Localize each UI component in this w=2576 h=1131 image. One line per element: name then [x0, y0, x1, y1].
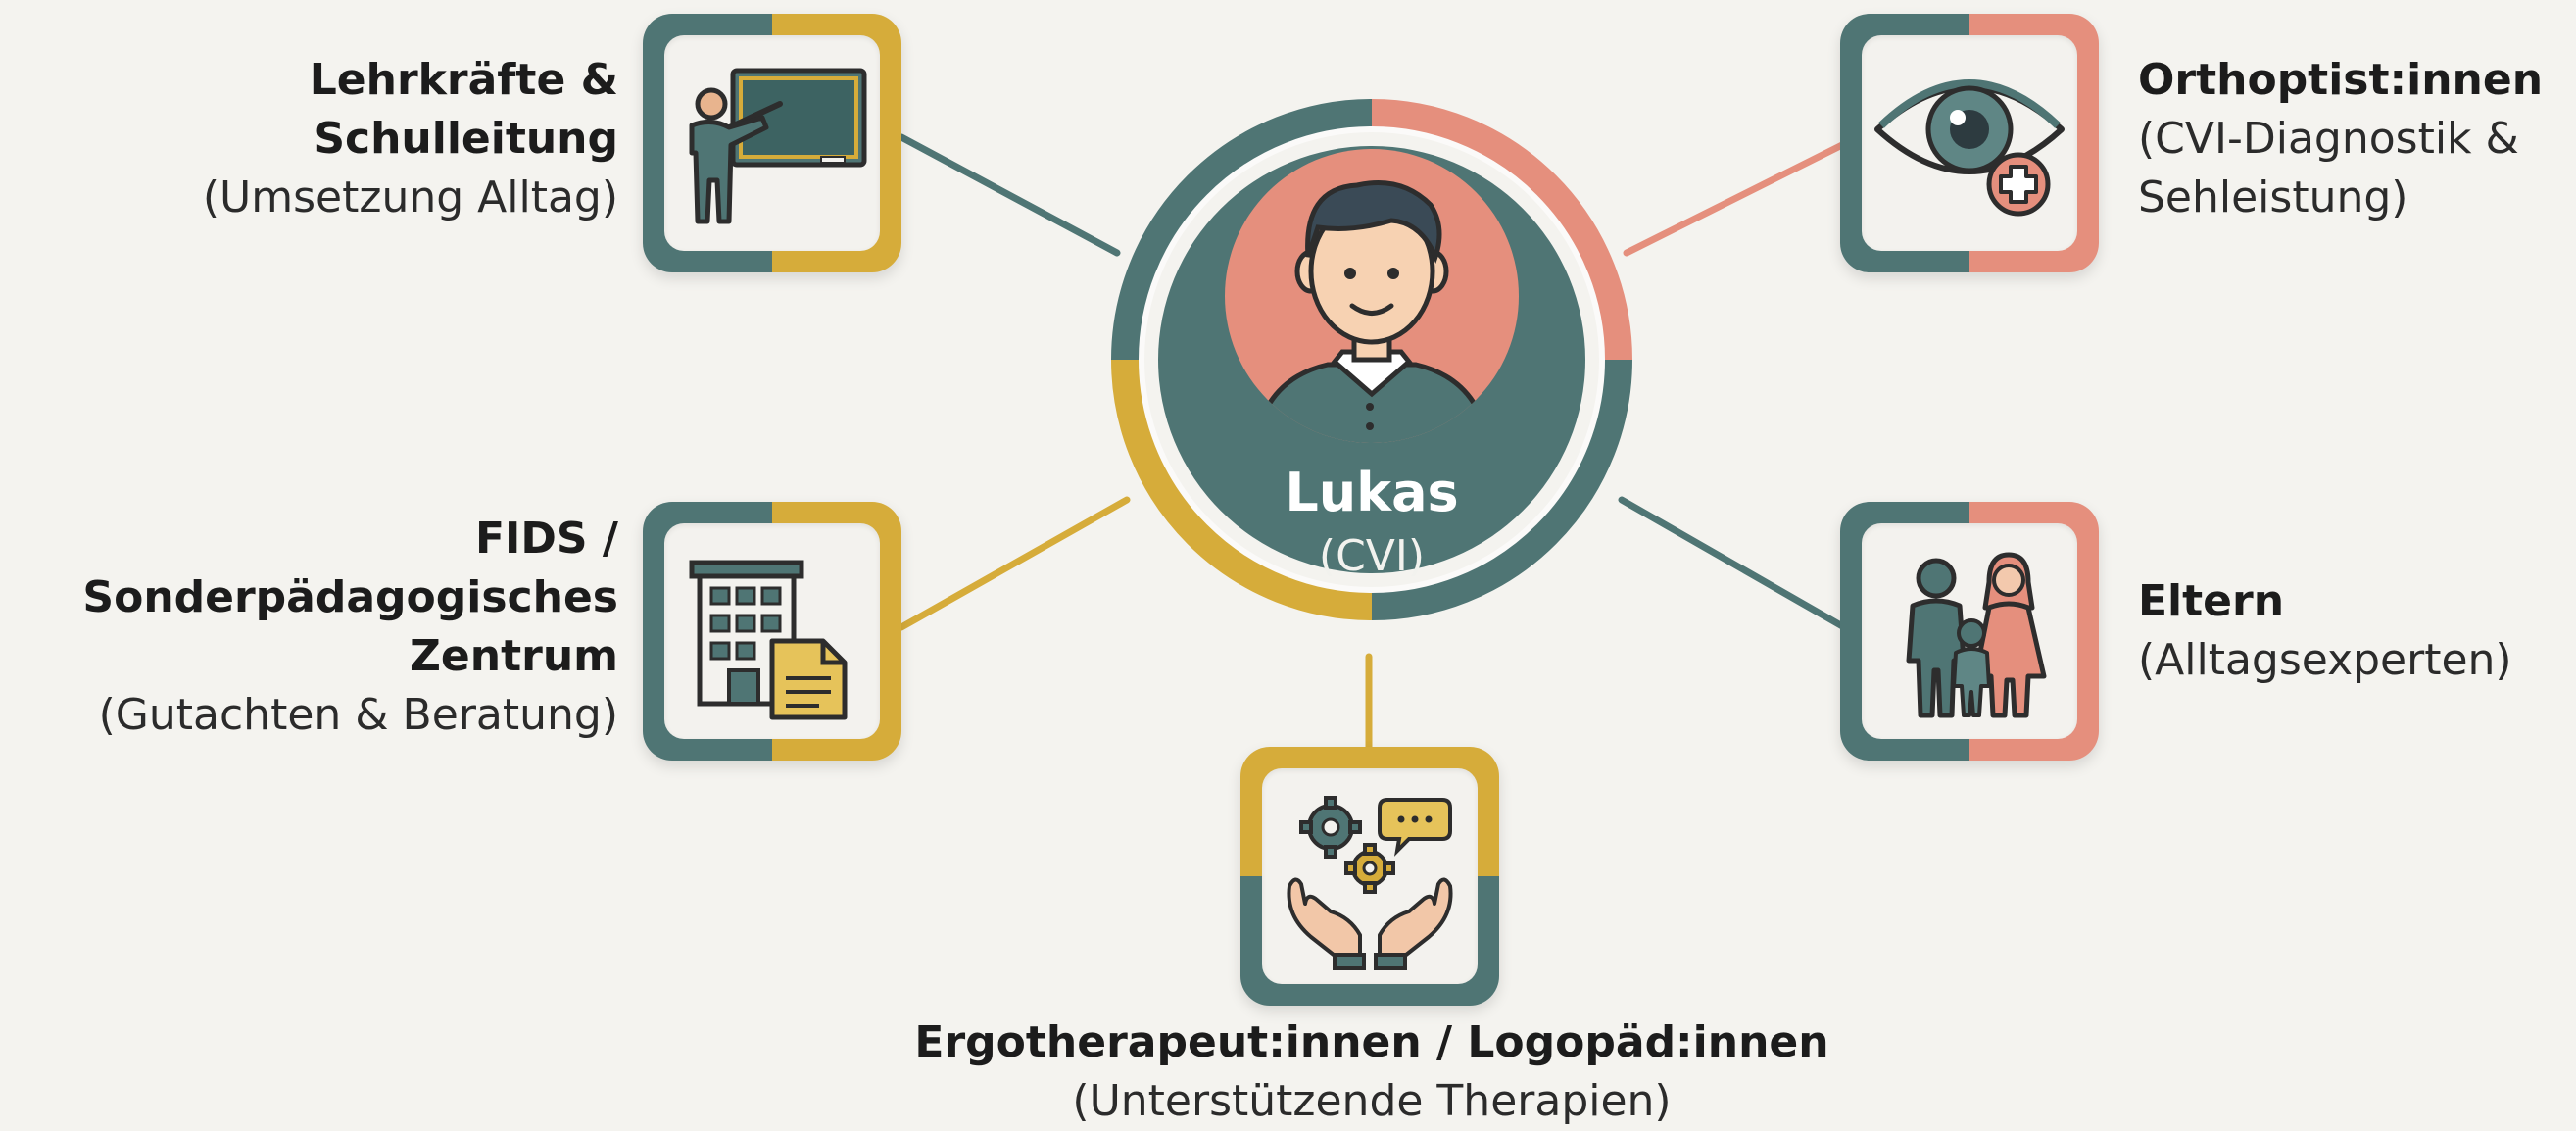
building-document-icon: [689, 560, 848, 720]
node-therapists-box: [1240, 747, 1499, 1006]
node-orthoptists-subtitle-1: (CVI-Diagnostik &: [2138, 114, 2519, 164]
node-fids-label: FIDS / Sonderpädagogisches Zentrum (Guta…: [82, 510, 618, 745]
eye-medical-icon: [1874, 79, 2065, 217]
hands-gears-speech-icon: [1287, 796, 1453, 970]
node-teachers-label: Lehrkräfte & Schulleitung (Umsetzung All…: [203, 51, 618, 227]
node-orthoptists-title: Orthoptist:innen: [2138, 55, 2544, 105]
node-fids-box: [643, 502, 901, 761]
node-therapists-label: Ergotherapeut:innen / Logopäd:innen (Unt…: [843, 1013, 1901, 1131]
node-therapists-subtitle: (Unterstützende Therapien): [1072, 1076, 1672, 1126]
node-fids-title-3: Zentrum: [410, 631, 618, 681]
node-teachers-title-1: Lehrkräfte &: [309, 55, 618, 105]
center-subtitle: (CVI): [1318, 531, 1426, 581]
node-orthoptists-box: [1840, 14, 2099, 272]
node-fids-title-2: Sonderpädagogisches: [82, 572, 618, 622]
node-fids-subtitle: (Gutachten & Beratung): [98, 690, 618, 740]
node-teachers-subtitle: (Umsetzung Alltag): [202, 172, 618, 222]
node-teachers-box: [643, 14, 901, 272]
center-node: [1107, 95, 1636, 624]
node-orthoptists-label: Orthoptist:innen (CVI-Diagnostik & Sehle…: [2138, 51, 2543, 227]
connector-parents: [1618, 496, 1848, 631]
teacher-chalkboard-icon: [689, 68, 867, 224]
connector-teachers: [898, 133, 1121, 257]
node-parents-label: Eltern (Alltagsexperten): [2138, 572, 2512, 690]
family-icon: [1906, 552, 2047, 718]
center-name: Lukas: [1285, 462, 1459, 523]
node-fids-title-1: FIDS /: [474, 514, 618, 564]
node-teachers-title-2: Schulleitung: [314, 114, 618, 164]
node-parents-box: [1840, 502, 2099, 761]
node-therapists-title: Ergotherapeut:innen / Logopäd:innen: [914, 1017, 1829, 1067]
node-parents-title: Eltern: [2138, 576, 2285, 626]
connector-fids: [898, 496, 1131, 631]
connector-orthoptists: [1623, 141, 1846, 257]
node-orthoptists-subtitle-2: Sehleistung): [2138, 172, 2408, 222]
node-parents-subtitle: (Alltagsexperten): [2138, 635, 2512, 685]
